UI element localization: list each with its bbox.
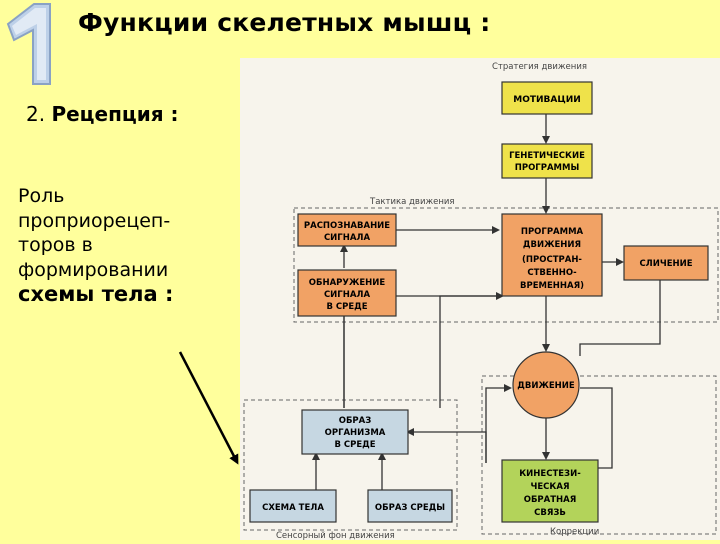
line-program-feedback [439, 295, 502, 408]
subtitle-number: 2. [26, 102, 46, 126]
box-comparison: СЛИЧЕНИЕ [623, 245, 709, 281]
svg-text:РАСПОЗНАВАНИЕ: РАСПОЗНАВАНИЕ [304, 221, 390, 231]
section-label-sensory: Сенсорный фон движения [276, 531, 395, 540]
svg-text:СЛИЧЕНИЕ: СЛИЧЕНИЕ [639, 259, 692, 269]
box-signal-detection: ОБНАРУЖЕНИЕ СИГНАЛА В СРЕДЕ [297, 269, 397, 317]
svg-text:ОБРАЗ СРЕДЫ: ОБРАЗ СРЕДЫ [375, 503, 445, 513]
functional-system-diagram: Стратегия движения Тактика движения Сенс… [243, 62, 719, 541]
svg-text:ОБРАТНАЯ: ОБРАТНАЯ [524, 495, 577, 505]
svg-text:СИГНАЛА: СИГНАЛА [324, 290, 371, 300]
box-genetic-programs: ГЕНЕТИЧЕСКИЕ ПРОГРАММЫ [501, 143, 593, 179]
arrow-detection-up [343, 300, 396, 408]
line-comparison-movement [579, 280, 661, 356]
svg-text:ГЕНЕТИЧЕСКИЕ: ГЕНЕТИЧЕСКИЕ [509, 151, 585, 161]
section-label-correction: Коррекции [550, 527, 599, 537]
box-body-image: ОБРАЗ ОРГАНИЗМА В СРЕДЕ [301, 409, 409, 455]
svg-text:ЧЕСКАЯ: ЧЕСКАЯ [531, 482, 570, 492]
subtitle-label: Рецепция : [51, 102, 179, 126]
description-line: торов в [18, 234, 93, 256]
svg-text:СХЕМА ТЕЛА: СХЕМА ТЕЛА [262, 503, 324, 513]
arrow-kinesthetic-movement [485, 384, 512, 463]
section-label-tactics: Тактика движения [369, 197, 455, 207]
slide-title: Функции скелетных мышц : [78, 8, 491, 37]
box-environment-image: ОБРАЗ СРЕДЫ [367, 489, 453, 523]
circle-movement: ДВИЖЕНИЕ [512, 351, 580, 419]
svg-text:(ПРОСТРАН-: (ПРОСТРАН- [522, 255, 582, 265]
svg-text:СИГНАЛА: СИГНАЛА [324, 233, 371, 243]
slide-number-graphic: 1 [6, 3, 51, 85]
svg-text:ПРОГРАММА: ПРОГРАММА [521, 227, 584, 237]
tactics-frame [293, 207, 719, 323]
arrow-kinesthetic-body [406, 428, 487, 463]
svg-text:ОБНАРУЖЕНИЕ: ОБНАРУЖЕНИЕ [309, 278, 386, 288]
svg-text:В СРЕДЕ: В СРЕДЕ [326, 302, 367, 312]
box-signal-recognition: РАСПОЗНАВАНИЕ СИГНАЛА [297, 213, 397, 247]
svg-text:КИНЕСТЕЗИ-: КИНЕСТЕЗИ- [519, 469, 581, 479]
diagram-panel: Стратегия движения Тактика движения Сенс… [240, 58, 720, 541]
box-body-schema: СХЕМА ТЕЛА [249, 489, 337, 523]
description-line: формировании [18, 258, 169, 281]
description-text: Роль проприорецеп- торов в формировании … [18, 184, 233, 307]
svg-text:ПРОГРАММЫ: ПРОГРАММЫ [515, 163, 580, 173]
svg-text:ОБРАЗ: ОБРАЗ [339, 416, 372, 426]
svg-text:МОТИВАЦИИ: МОТИВАЦИИ [513, 95, 581, 105]
svg-text:ДВИЖЕНИЯ: ДВИЖЕНИЯ [523, 240, 581, 250]
description-bold-line: схемы тела : [18, 282, 174, 306]
svg-text:ОРГАНИЗМА: ОРГАНИЗМА [325, 428, 386, 438]
svg-text:ВРЕМЕННАЯ): ВРЕМЕННАЯ) [520, 281, 584, 291]
description-line: Роль [18, 185, 65, 207]
svg-text:СТВЕННО-: СТВЕННО- [527, 268, 577, 278]
arrow-movement-loop [580, 387, 613, 472]
svg-text:СВЯЗЬ: СВЯЗЬ [534, 508, 566, 518]
slide-subtitle: 2. Рецепция : [26, 102, 179, 126]
box-movement-program: ПРОГРАММА ДВИЖЕНИЯ (ПРОСТРАН- СТВЕННО- В… [501, 213, 603, 297]
description-line: проприорецеп- [18, 209, 171, 232]
box-kinesthetic-feedback: КИНЕСТЕЗИ- ЧЕСКАЯ ОБРАТНАЯ СВЯЗЬ [501, 459, 599, 523]
svg-text:В СРЕДЕ: В СРЕДЕ [334, 440, 375, 450]
box-motivation: МОТИВАЦИИ [501, 81, 593, 115]
svg-text:ДВИЖЕНИЕ: ДВИЖЕНИЕ [517, 381, 575, 391]
sensory-frame [243, 399, 458, 531]
section-label-strategy: Стратегия движения [492, 62, 587, 72]
